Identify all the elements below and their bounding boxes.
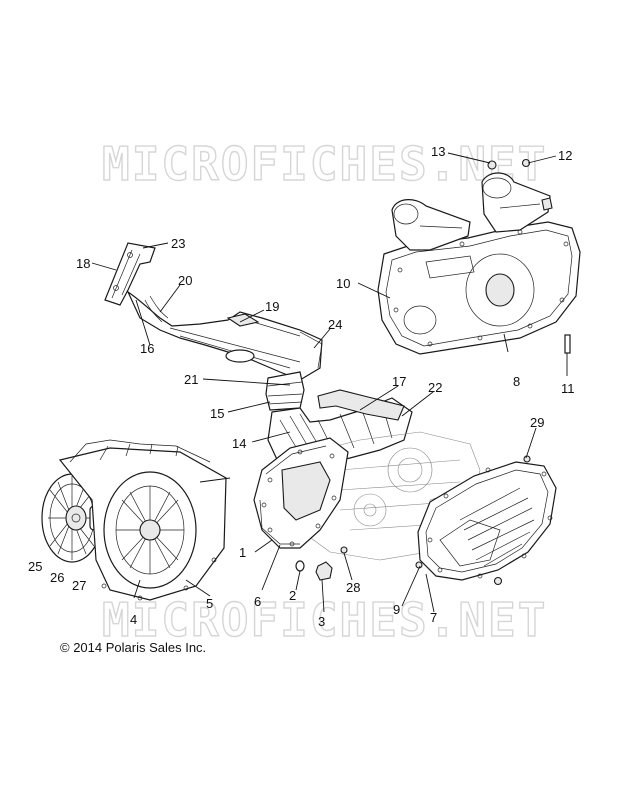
- callout-15: 15: [210, 406, 224, 421]
- callout-26: 26: [50, 570, 64, 585]
- callout-3: 3: [318, 614, 325, 629]
- callout-27: 27: [72, 578, 86, 593]
- callout-10: 10: [336, 276, 350, 291]
- callout-21: 21: [184, 372, 198, 387]
- driven-clutch-part: [58, 439, 227, 601]
- callout-6: 6: [254, 594, 261, 609]
- callout-1: 1: [239, 545, 246, 560]
- callout-24: 24: [328, 317, 342, 332]
- callout-28: 28: [346, 580, 360, 595]
- intake-duct-part: [126, 290, 323, 381]
- callout-8: 8: [513, 374, 520, 389]
- callout-5: 5: [206, 596, 213, 611]
- callout-18: 18: [76, 256, 90, 271]
- callout-25: 25: [28, 559, 42, 574]
- callout-2: 2: [289, 588, 296, 603]
- callout-4: 4: [130, 612, 137, 627]
- callout-29: 29: [530, 415, 544, 430]
- cover-inlet-duct-part: [391, 172, 551, 251]
- watermark-top: MICROFICHES.NET: [102, 137, 547, 191]
- callout-23: 23: [171, 236, 185, 251]
- duct-coupler-part: [265, 371, 305, 411]
- callout-7: 7: [430, 610, 437, 625]
- callout-17: 17: [392, 374, 406, 389]
- lower-clutch-cover-part: [417, 461, 557, 581]
- callout-13: 13: [431, 144, 445, 159]
- upper-clutch-cover-part: [377, 221, 581, 355]
- callout-12: 12: [558, 148, 572, 163]
- intake-bracket-part: [104, 242, 156, 306]
- callout-19: 19: [265, 299, 279, 314]
- callout-14: 14: [232, 436, 246, 451]
- callout-labels: 13 12 10 8 11 23 18 20 16 19 24 21 15 17…: [28, 144, 575, 629]
- callout-22: 22: [428, 380, 442, 395]
- callout-20: 20: [178, 273, 192, 288]
- callout-11: 11: [561, 381, 575, 396]
- inner-clutch-cover-part: [253, 437, 349, 549]
- copyright-notice: © 2014 Polaris Sales Inc.: [60, 640, 207, 655]
- callout-9: 9: [393, 602, 400, 617]
- leader-lines: [91, 152, 568, 613]
- callout-16: 16: [140, 341, 154, 356]
